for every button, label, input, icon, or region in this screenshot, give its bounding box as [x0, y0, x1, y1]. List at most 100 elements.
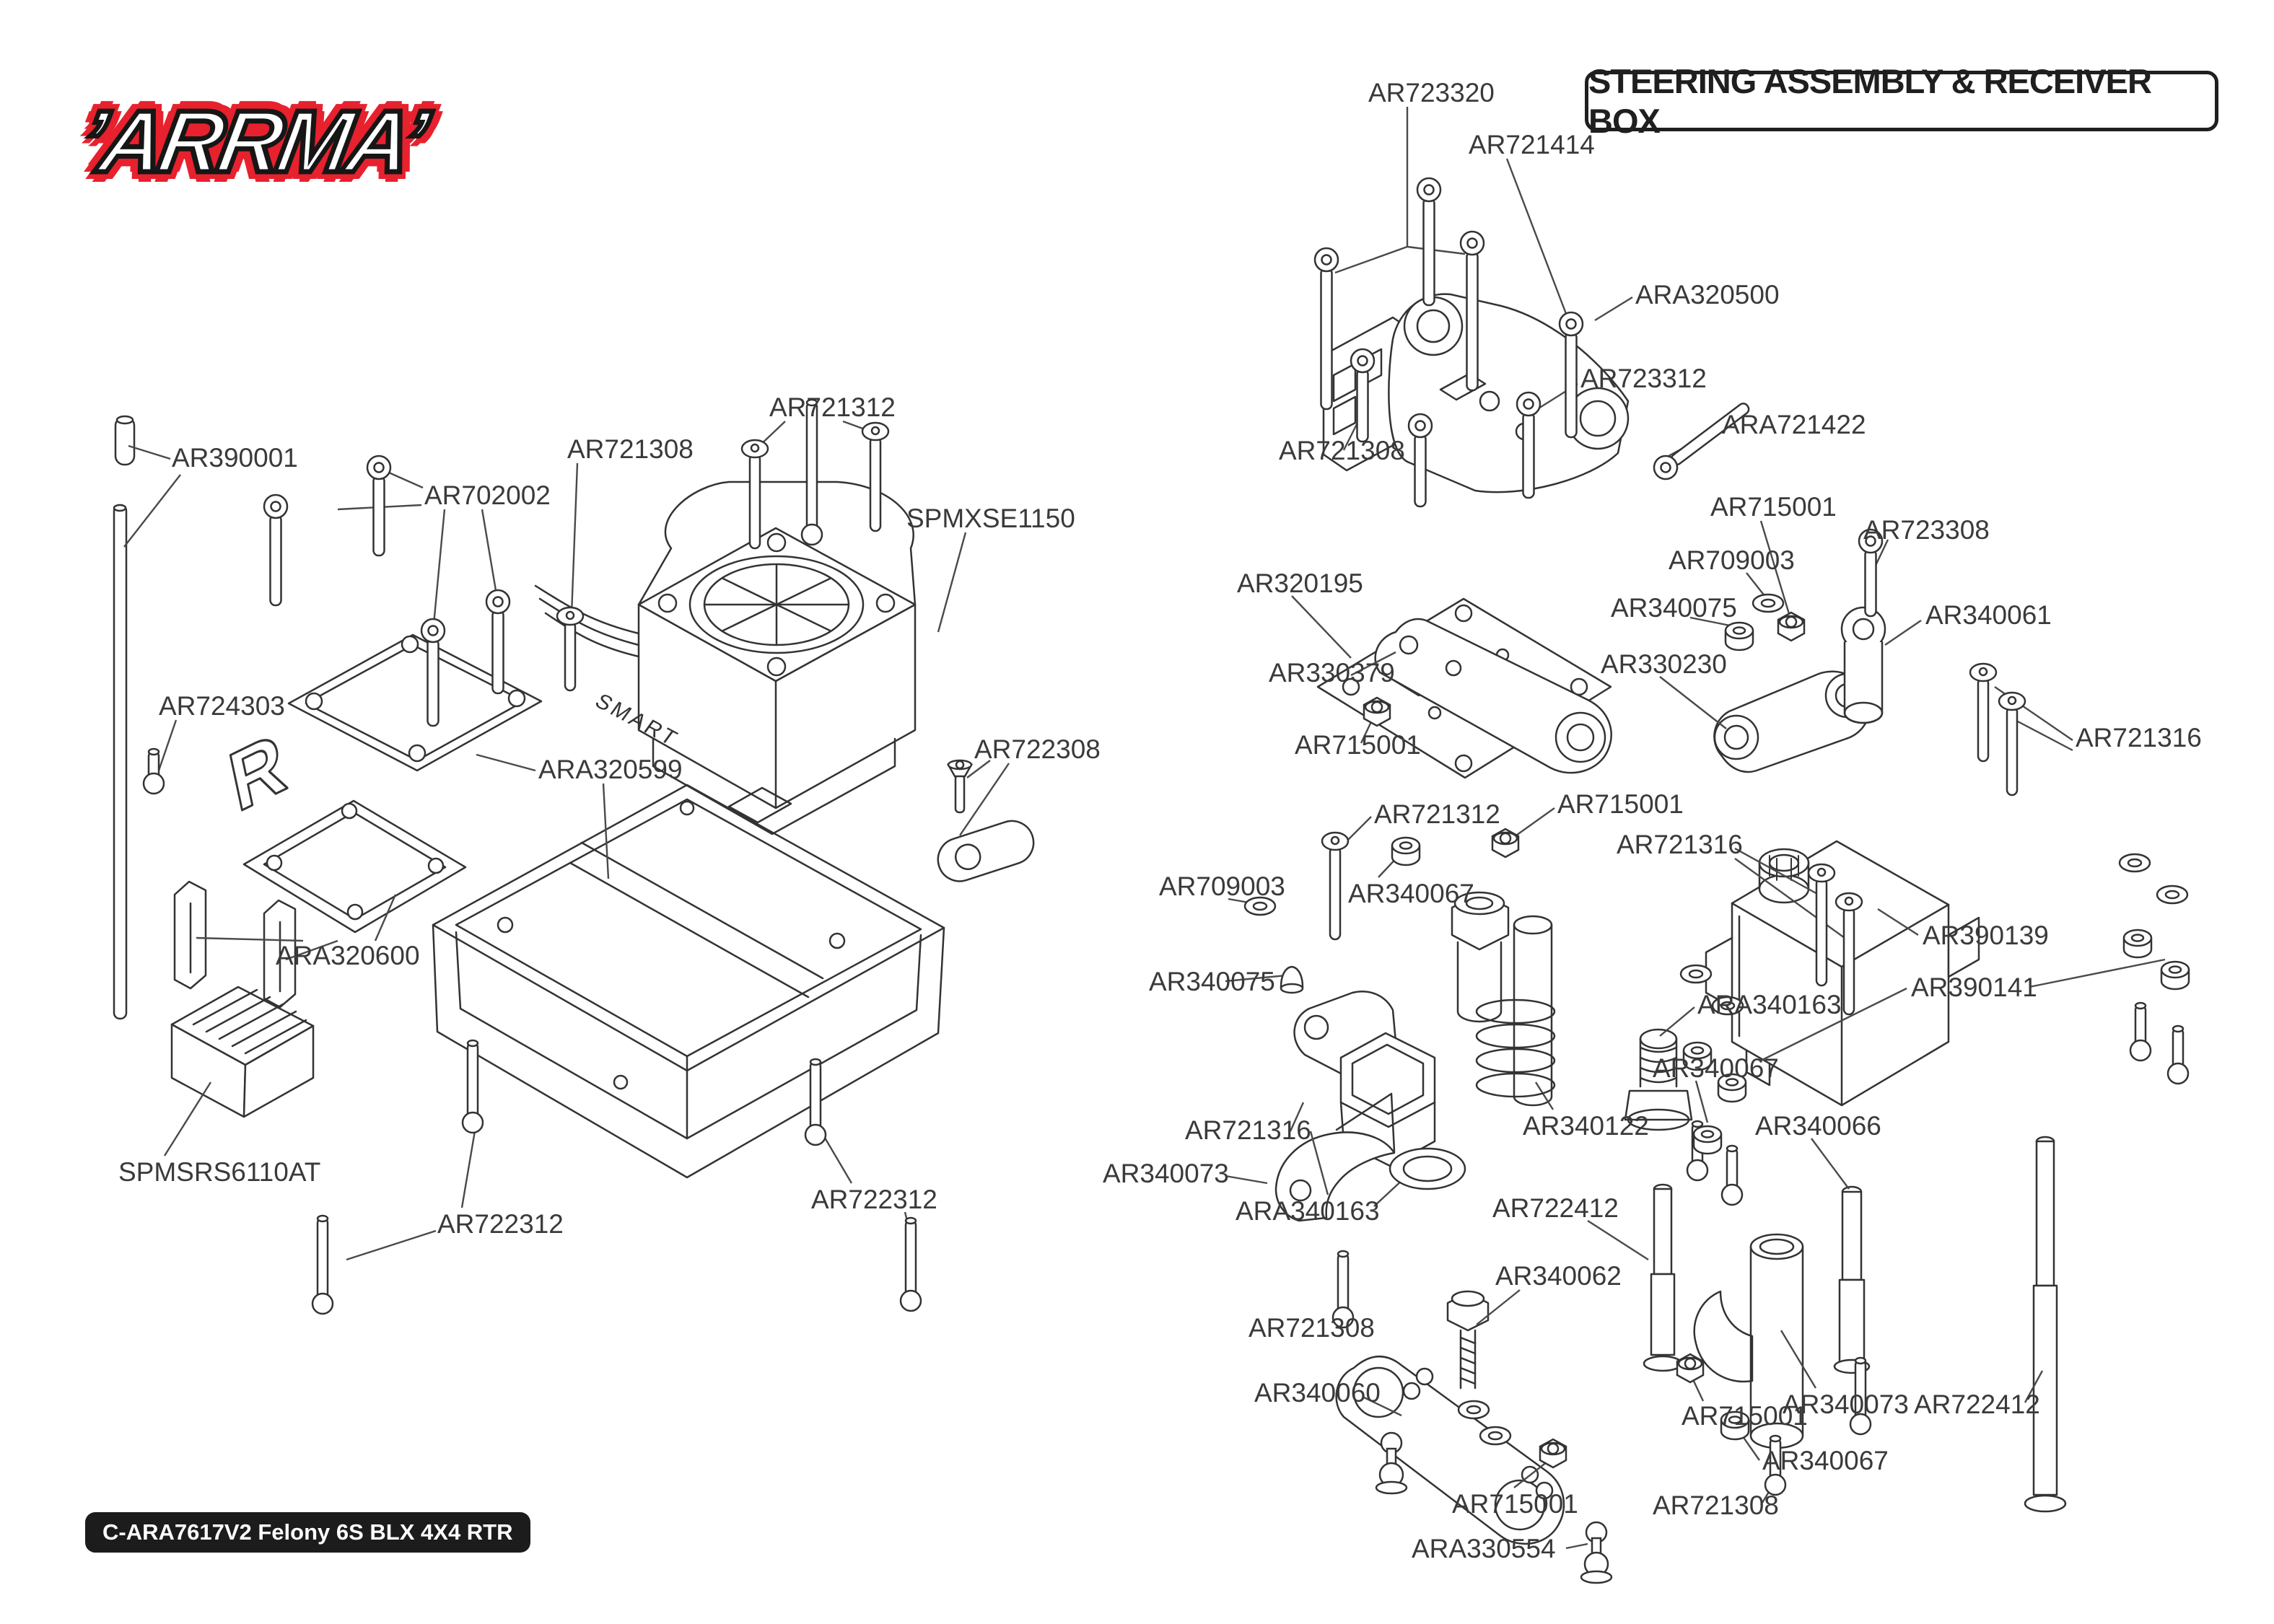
part-label-ar721312: AR721312: [769, 392, 896, 422]
pin-drawing: [1720, 1144, 1744, 1206]
part-label-ar715001: AR715001: [1452, 1489, 1578, 1519]
leader-line: [1289, 1102, 1305, 1132]
leader-line: [1350, 651, 1396, 677]
part-label-ar330379: AR330379: [1269, 658, 1395, 688]
leader-line: [1309, 1131, 1329, 1195]
box-clamp-drawing: [937, 820, 1035, 882]
part-label-ar722412: AR722412: [1914, 1390, 2040, 1419]
hardware-layer: [142, 177, 2190, 1584]
leader-line: [1505, 158, 1569, 318]
leader-line: [1811, 1138, 1850, 1190]
leader-line: [1534, 1081, 1554, 1110]
part-label-ar320195: AR320195: [1237, 569, 1363, 598]
button-drawing: [1807, 863, 1836, 987]
servo-drawing: [1705, 840, 1980, 1107]
center-post-drawing: [1513, 915, 1553, 1107]
leader-line: [1587, 1219, 1649, 1261]
steering-rack-drawing: [1335, 1356, 1565, 1545]
pin-drawing: [311, 1214, 334, 1315]
part-label-ara320500: ARA320500: [1635, 280, 1780, 310]
leader-line: [1594, 296, 1633, 322]
ballstud-drawing: [1375, 1431, 1408, 1495]
part-label-ar721414: AR721414: [1469, 130, 1595, 159]
washer-drawing: [1711, 996, 1744, 1016]
leader-line: [1291, 595, 1352, 659]
stepped-pin-drawing: [1643, 1136, 2067, 1513]
washer-drawing: [2156, 885, 2189, 905]
leader-line: [383, 469, 424, 489]
part-label-ar340075: AR340075: [1149, 967, 1275, 996]
part-label-ar721308: AR721308: [567, 434, 694, 464]
part-label-ar715001: AR715001: [1710, 492, 1837, 522]
product-code: C-ARA7617V2 Felony 6S BLX 4X4 RTR: [102, 1519, 513, 1545]
screw-drawing: [1858, 528, 1884, 618]
part-label-ar390001: AR390001: [172, 443, 298, 473]
pin-drawing: [899, 1216, 922, 1312]
leader-line: [1513, 1461, 1548, 1488]
leader-line: [1734, 847, 1819, 896]
leader-line: [1694, 1080, 1709, 1123]
screw-drawing: [263, 493, 289, 607]
part-label-ar723312: AR723312: [1580, 364, 1707, 393]
leader-line: [1760, 987, 1907, 1062]
leader-line: [1225, 1175, 1268, 1185]
leader-line: [346, 1229, 437, 1261]
part-label-ar721316: AR721316: [1617, 830, 1743, 859]
screw-drawing: [1459, 230, 1485, 392]
cone-drawing: [1280, 965, 1304, 994]
lid-logo-mark: R: [222, 715, 293, 830]
part-label-ar340062: AR340062: [1495, 1261, 1622, 1291]
button-drawing: [1998, 691, 2026, 796]
nut-drawing: [1676, 1353, 1705, 1384]
grommet-drawing: [1717, 1073, 1747, 1103]
button-drawing: [740, 439, 769, 550]
leader-line: [163, 1081, 212, 1156]
part-label-ar340060: AR340060: [1254, 1378, 1381, 1408]
part-label-ar721312: AR721312: [1374, 799, 1500, 829]
csk-drawing: [946, 759, 974, 814]
screw-drawing: [1516, 391, 1541, 499]
part-label-ar722312: AR722312: [437, 1209, 564, 1239]
steering-post-fork-drawing: [1693, 1233, 1804, 1449]
leader-line: [1565, 1542, 1588, 1550]
grommet-drawing: [1720, 1410, 1750, 1441]
washer-drawing: [1243, 896, 1277, 916]
leader-line: [481, 509, 499, 604]
button-drawing: [556, 606, 585, 692]
leader-line: [476, 753, 536, 772]
part-label-ar723320: AR723320: [1368, 78, 1495, 107]
grommet-drawing: [2122, 929, 2153, 959]
leader-line: [2029, 958, 2166, 988]
esc-drawing: SMART: [534, 480, 917, 835]
grommet-drawing: [2160, 960, 2190, 991]
part-label-ar715001: AR715001: [1682, 1401, 1808, 1431]
part-label-ar702002: AR702002: [424, 480, 551, 510]
nut-drawing: [1491, 828, 1520, 859]
part-label-ara340163: ARA340163: [1236, 1196, 1380, 1226]
part-label-spmxse1150: SPMXSE1150: [906, 504, 1075, 533]
hex-barrel-drawing: [1451, 891, 1510, 1023]
nut-drawing: [1539, 1438, 1567, 1469]
receiver-module-drawing: [170, 986, 315, 1118]
page-title-box: STEERING ASSEMBLY & RECEIVER BOX: [1585, 62, 2218, 140]
grommet-drawing: [1692, 1125, 1723, 1155]
leader-line: [1225, 974, 1287, 983]
esc-side-text: SMART: [590, 690, 683, 751]
part-label-ar340122: AR340122: [1523, 1111, 1649, 1141]
screw-drawing: [366, 455, 392, 557]
leader-line: [1476, 1289, 1521, 1325]
leader-line: [1659, 1006, 1695, 1037]
nut-drawing: [1363, 696, 1391, 727]
arrma-logo-text: ’ARRMA’: [70, 90, 434, 193]
part-label-ar709003: AR709003: [1159, 872, 1285, 901]
screw-drawing: [1407, 413, 1433, 508]
leader-line: [157, 719, 178, 771]
arrma-logo: ’ARRMA’: [70, 69, 434, 214]
part-label-ara320600: ARA320600: [276, 941, 420, 970]
leader-line: [1689, 616, 1734, 628]
leader-line: [285, 939, 338, 961]
part-label-ar330230: AR330230: [1601, 649, 1727, 679]
part-label-ar723308: AR723308: [1863, 515, 1990, 545]
nut-drawing: [1777, 611, 1806, 642]
part-label-ar390141: AR390141: [1911, 973, 2037, 1002]
